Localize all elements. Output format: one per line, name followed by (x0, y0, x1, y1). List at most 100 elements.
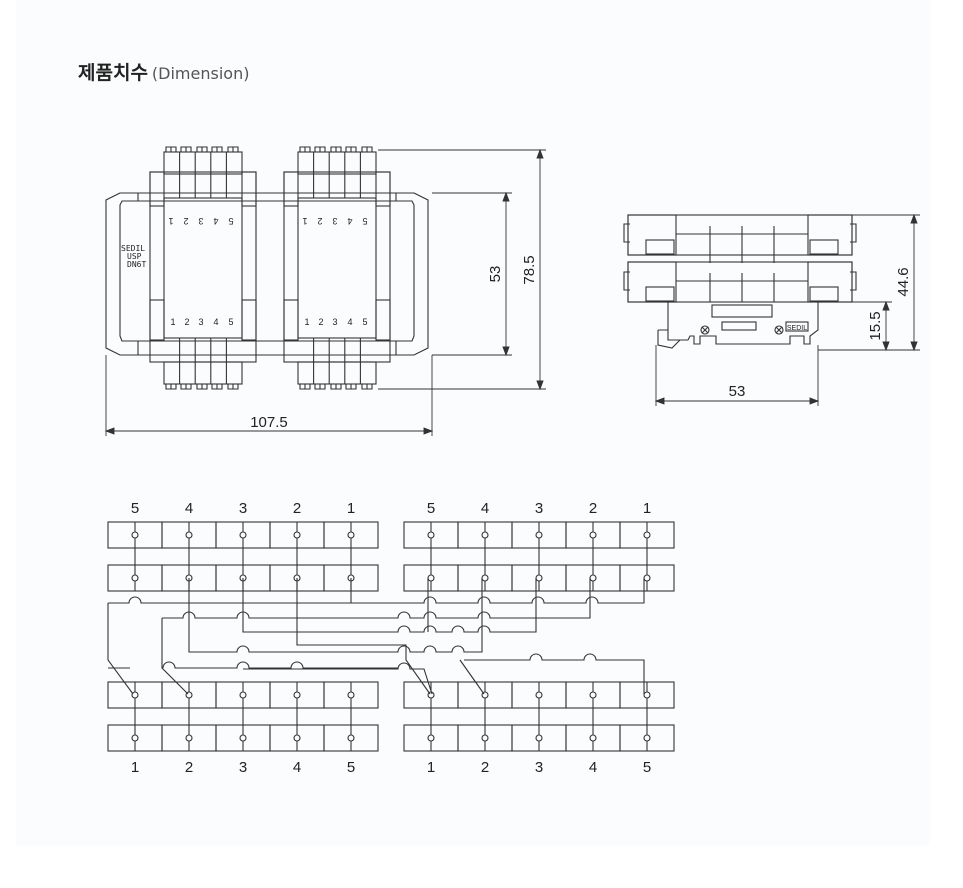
dim-total-height-label: 78.5 (521, 255, 538, 284)
terminal-row-bottom-1-left (107, 681, 379, 709)
terminal-row-top-2-right (403, 564, 675, 592)
terminal-no: 2 (317, 216, 322, 226)
wiring-bottom-number: 1 (131, 759, 139, 776)
side-dim-width-label: 53 (729, 383, 746, 400)
wiring-bottom-number: 3 (535, 759, 543, 776)
terminal-row-top-1-left (107, 521, 379, 549)
terminal-node (481, 531, 489, 539)
terminal-node (131, 691, 139, 699)
wiring-bottom-number: 2 (481, 759, 489, 776)
side-view (623, 213, 920, 406)
wiring-bottom-number: 5 (643, 759, 651, 776)
side-brand-text: SEDIL (787, 325, 807, 332)
terminal-node (535, 691, 543, 699)
terminal-node (589, 574, 597, 582)
side-dim-base-label: 15.5 (867, 311, 884, 340)
side-dimension-lines (654, 213, 920, 406)
terminal-node (239, 734, 247, 742)
terminal-node (131, 531, 139, 539)
terminal-node (535, 531, 543, 539)
terminal-no: 2 (183, 216, 188, 226)
terminal-node (185, 734, 193, 742)
terminal-node (589, 734, 597, 742)
terminal-row-bottom-2-right (403, 724, 675, 752)
wiring-top-number: 2 (293, 500, 301, 517)
content-panel (16, 0, 930, 846)
heading-subtitle: (Dimension) (151, 64, 250, 83)
terminal-row-top-1-right (403, 521, 675, 549)
terminal-row-bottom-2-left (107, 724, 379, 752)
terminal-no: 2 (318, 317, 323, 327)
terminal-no: 1 (302, 216, 307, 226)
terminal-row-bottom-1-right (403, 681, 675, 709)
wiring-top-number: 2 (589, 500, 597, 517)
terminal-node (239, 531, 247, 539)
section-heading: 제품치수(Dimension) (78, 58, 249, 85)
side-upper-body (627, 214, 853, 256)
terminal-node (481, 734, 489, 742)
wiring-bottom-number: 4 (293, 759, 301, 776)
front-terminal-numbers: 1 2 3 4 5 1 2 3 4 5 1 2 3 4 5 1 2 3 4 5 (168, 216, 367, 327)
terminal-no: 1 (168, 216, 173, 226)
side-base (667, 302, 819, 345)
wiring-bottom-number: 1 (427, 759, 435, 776)
label-line-2: USP (127, 252, 142, 261)
right-bracket (395, 192, 429, 356)
terminal-node (427, 531, 435, 539)
terminal-no: 1 (170, 317, 175, 327)
wiring-bottom-number: 3 (239, 759, 247, 776)
terminal-node (643, 574, 651, 582)
label-line-1: SEDIL (121, 244, 145, 253)
terminal-node (347, 734, 355, 742)
terminal-no: 3 (332, 317, 337, 327)
wire-connections (107, 578, 645, 695)
wiring-top-number: 5 (427, 500, 435, 517)
wiring-bottom-number: 5 (347, 759, 355, 776)
terminal-no: 2 (184, 317, 189, 327)
terminal-no: 5 (228, 216, 233, 226)
wiring-top-number: 1 (643, 500, 651, 517)
terminal-no: 5 (362, 216, 367, 226)
terminal-node (347, 531, 355, 539)
terminal-no: 4 (213, 216, 218, 226)
relay-module-right (283, 146, 391, 390)
terminal-node (643, 734, 651, 742)
terminal-no: 4 (347, 317, 352, 327)
terminal-node (535, 734, 543, 742)
wiring-top-number: 5 (131, 500, 139, 517)
front-view-label: SEDIL USP DN6T (121, 244, 146, 269)
side-lower-body (627, 261, 853, 303)
terminal-no: 4 (213, 317, 218, 327)
terminal-node (131, 734, 139, 742)
left-bracket (105, 192, 139, 356)
dim-width-label: 107.5 (250, 414, 288, 431)
terminal-node (589, 691, 597, 699)
wiring-top-number: 4 (481, 500, 489, 517)
terminal-node (589, 531, 597, 539)
terminal-no: 3 (198, 317, 203, 327)
terminal-node (427, 734, 435, 742)
terminal-node (643, 691, 651, 699)
dim-inner-height-label: 53 (487, 266, 504, 283)
side-brand-plate (785, 321, 809, 332)
terminal-node (427, 574, 435, 582)
wiring-bottom-number: 2 (185, 759, 193, 776)
terminal-node (293, 531, 301, 539)
terminal-node (643, 531, 651, 539)
wiring-top-number: 1 (347, 500, 355, 517)
terminal-node (481, 574, 489, 582)
terminal-no: 3 (198, 216, 203, 226)
side-dim-height-label: 44.6 (895, 267, 912, 296)
terminal-node (293, 734, 301, 742)
front-dimension-lines (104, 148, 546, 436)
terminal-node (131, 574, 139, 582)
wiring-bottom-number: 4 (589, 759, 597, 776)
wiring-top-number: 3 (239, 500, 247, 517)
terminal-node (347, 691, 355, 699)
terminal-no: 4 (347, 216, 352, 226)
terminal-node (535, 574, 543, 582)
front-view (104, 146, 546, 436)
